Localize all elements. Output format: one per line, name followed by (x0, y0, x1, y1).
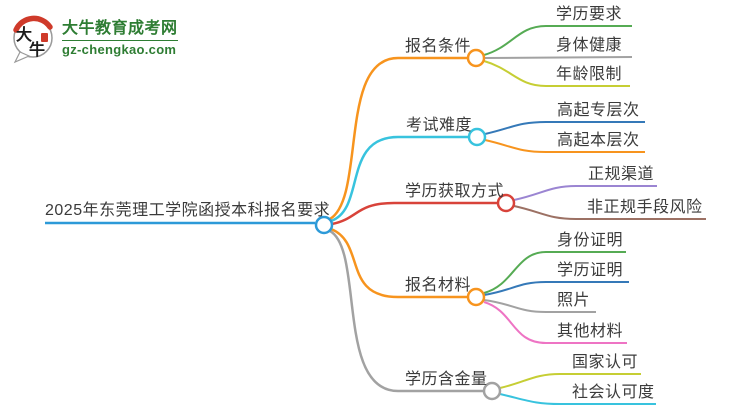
connector-leaf-gaoqizhuan (484, 121, 645, 135)
leaf-label-state-recognized[interactable]: 国家认可 (572, 354, 639, 371)
branch-label-materials[interactable]: 报名材料 (405, 277, 472, 294)
leaf-label-other-materials[interactable]: 其他材料 (557, 323, 624, 340)
connector-branch-difficulty (330, 135, 468, 223)
connector-leaf-identity-proof (483, 251, 626, 294)
connector-branch-materials (330, 227, 467, 299)
leaf-label-education-proof[interactable]: 学历证明 (557, 262, 624, 279)
leaf-label-formal-channel[interactable]: 正规渠道 (588, 166, 655, 183)
leaf-label-age-limit[interactable]: 年龄限制 (556, 66, 623, 83)
leaf-label-informal-risk[interactable]: 非正规手段风险 (587, 199, 703, 216)
connector-leaf-photo (483, 299, 596, 313)
site-logo[interactable]: 大 牛 大牛教育成考网 gz-chengkao.com (10, 8, 178, 64)
branch-materials-circle[interactable] (466, 287, 486, 307)
leaf-label-health[interactable]: 身体健康 (556, 37, 623, 54)
logo-mark-char2: 牛 (29, 40, 45, 59)
connector-branch-value (329, 229, 483, 393)
branch-conditions-circle[interactable] (466, 48, 486, 68)
connector-leaf-informal-risk (513, 205, 706, 220)
site-logo-title: 大牛教育成考网 (62, 20, 178, 37)
logo-mark-char1: 大 (16, 25, 32, 44)
branch-label-degree-path[interactable]: 学历获取方式 (405, 183, 505, 200)
branch-degree-path-circle[interactable] (496, 193, 516, 213)
leaf-label-identity-proof[interactable]: 身份证明 (557, 232, 624, 249)
connector-leaf-state-recognized (499, 373, 641, 389)
connector-branch-conditions (329, 56, 467, 221)
branch-label-conditions[interactable]: 报名条件 (405, 38, 472, 55)
connector-branch-degree-path (331, 201, 497, 226)
connector-leaf-social-recognition (499, 393, 656, 405)
root-node-label[interactable]: 2025年东莞理工学院函授本科报名要求 (45, 202, 331, 219)
branch-label-difficulty[interactable]: 考试难度 (406, 117, 473, 134)
branch-value-circle[interactable] (482, 381, 502, 401)
connector-leaf-gaoqiben (484, 139, 645, 153)
leaf-label-gaoqizhuan[interactable]: 高起专层次 (557, 102, 640, 119)
branch-difficulty-circle[interactable] (467, 127, 487, 147)
connector-leaf-health (483, 56, 633, 59)
connector-leaf-education-proof (483, 281, 629, 296)
leaf-label-social-recognition[interactable]: 社会认可度 (572, 384, 655, 401)
connector-leaf-formal-channel (513, 185, 657, 201)
branch-label-value[interactable]: 学历含金量 (405, 371, 488, 388)
site-logo-url: gz-chengkao.com (62, 40, 178, 57)
leaf-label-photo[interactable]: 照片 (557, 292, 591, 309)
site-logo-mark-icon: 大 牛 (13, 15, 53, 64)
root-node-circle[interactable] (314, 215, 334, 235)
leaf-label-gaoqiben[interactable]: 高起本层次 (557, 132, 640, 149)
connector-leaf-other-materials (483, 301, 627, 344)
connector-leaf-education-requirement (483, 25, 632, 56)
leaf-label-education-requirement[interactable]: 学历要求 (556, 6, 623, 23)
connector-leaf-age-limit (483, 60, 630, 87)
